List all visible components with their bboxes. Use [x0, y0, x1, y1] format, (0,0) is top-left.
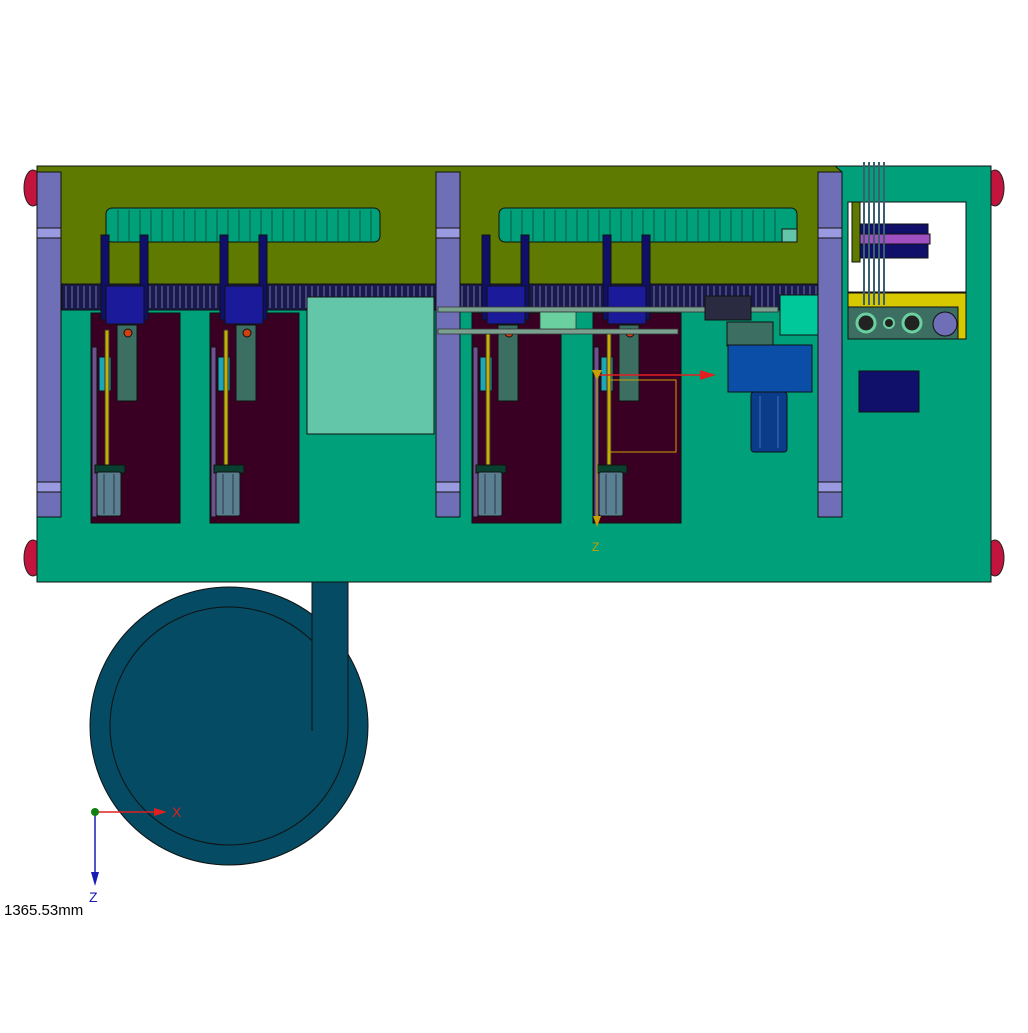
- valve-manifold[interactable]: [847, 201, 967, 340]
- reference-triad: [592, 370, 716, 527]
- actuator-assemblies[interactable]: [91, 324, 640, 518]
- z-axis-label: Z: [89, 889, 98, 905]
- coordinate-triad: [91, 808, 167, 886]
- hose-bundle: [863, 162, 885, 305]
- control-box[interactable]: [858, 370, 920, 413]
- pneumatic-unit[interactable]: [704, 294, 819, 453]
- reference-z-label: Z: [592, 540, 600, 554]
- support-columns[interactable]: [36, 171, 843, 518]
- guide-rail: [437, 306, 779, 335]
- clamp-blocks[interactable]: [100, 234, 651, 325]
- x-axis-label: X: [172, 804, 182, 820]
- slot-ribs: [117, 210, 776, 241]
- cover-block[interactable]: [306, 296, 435, 435]
- triad-origin-icon: [91, 808, 99, 816]
- scale-readout: 1365.53mm: [4, 902, 84, 919]
